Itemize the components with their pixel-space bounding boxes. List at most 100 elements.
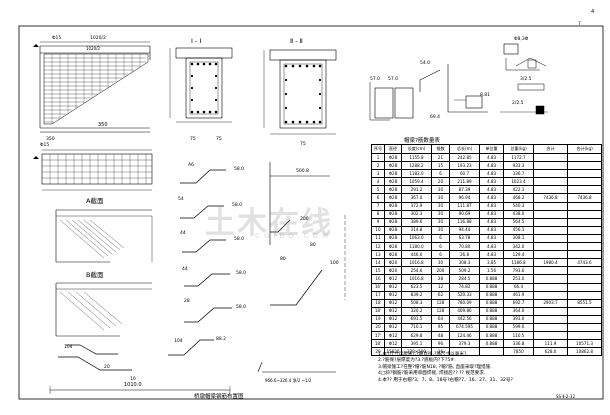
table-cell: 12 xyxy=(431,282,450,292)
table-cell: 0.888 xyxy=(479,290,504,300)
note-line: 4□斜?钢筋?筋采用单面焊接, 焊接后?? ?? 规范要求. xyxy=(378,371,486,377)
table-cell xyxy=(533,290,568,300)
table-cell: 20 xyxy=(431,177,450,187)
table-cell xyxy=(533,169,568,179)
table-cell: Φ12 xyxy=(384,331,402,341)
section-a-detail xyxy=(55,209,153,263)
table-cell: 17' xyxy=(371,331,385,341)
table-cell: 540.3 xyxy=(503,201,534,211)
watermark-sub: COIBO.COM xyxy=(255,232,333,240)
table-cell: 1186.8 xyxy=(503,258,534,268)
plan-view-grid xyxy=(33,149,153,191)
svg-text:1020/2: 1020/2 xyxy=(90,35,106,41)
table-cell: 780.09 xyxy=(449,298,480,308)
table-cell: 4 xyxy=(371,177,385,187)
table-cell: 4.83 xyxy=(479,209,504,219)
table-cell xyxy=(567,177,602,187)
table-cell xyxy=(533,201,568,211)
table-cell: 364.0 xyxy=(503,306,534,316)
table-cell: 10 xyxy=(371,225,385,235)
table-cell: Φ28 xyxy=(384,217,402,227)
table-cell: 200 xyxy=(431,266,450,276)
table-cell: 14 xyxy=(371,258,385,268)
table-cell: 5 xyxy=(371,185,385,195)
table-cell xyxy=(567,250,602,260)
table-cell: 4.83 xyxy=(479,242,504,252)
svg-text:350: 350 xyxy=(46,136,55,142)
table-cell: 253.0 xyxy=(503,274,534,284)
table-cell xyxy=(567,185,602,195)
table-cell: 692.7 xyxy=(503,298,534,308)
table-cell: 1182.0 xyxy=(401,169,432,179)
elevation-view-top xyxy=(33,41,151,133)
table-cell: 468.2 xyxy=(503,193,534,203)
svg-text:A6: A6 xyxy=(188,162,194,168)
table-cell: 13 xyxy=(371,250,385,260)
table-cell: 6 xyxy=(431,169,450,179)
svg-text:80: 80 xyxy=(280,256,286,262)
note-line: 3.帽梁施工?在整?帽?筋N18, ?帽?筋, 直座采取?理措施. xyxy=(378,364,492,370)
table-cell: 110.5 xyxy=(503,331,534,341)
table-cell xyxy=(567,233,602,244)
table-header-cell: 长度(cm) xyxy=(401,144,432,154)
note-line: 4.本?? 用于右帽?3、7、8、18号?右帽?7、16、27、31、32号? xyxy=(378,377,513,383)
table-cell: Φ12 xyxy=(384,314,402,324)
table-cell: 2 xyxy=(371,161,385,171)
table-header-cell: 合计 xyxy=(533,144,568,154)
table-cell: 367.0 xyxy=(401,193,432,203)
table-cell: 16' xyxy=(371,282,385,292)
table-cell: 509.2 xyxy=(449,266,480,276)
table-cell: 28 xyxy=(431,274,450,284)
section-b-detail xyxy=(55,282,152,337)
table-cell: 242.85 xyxy=(449,152,480,163)
svg-text:75: 75 xyxy=(216,136,222,142)
table-cell: 1 xyxy=(371,152,385,163)
table-cell xyxy=(533,217,568,227)
table-cell: 1980.4 xyxy=(533,258,568,268)
table-cell: 691.5 xyxy=(401,314,432,324)
table-cell: 291.2 xyxy=(401,185,432,195)
table-cell: 116.88 xyxy=(449,217,480,227)
table-cell: 3.85 xyxy=(479,258,504,268)
table-cell: 599.0 xyxy=(503,322,534,333)
table-cell xyxy=(533,177,568,187)
section-2-view xyxy=(263,49,337,135)
table-cell: Φ28 xyxy=(384,152,402,163)
table-cell: Φ28 xyxy=(384,177,402,187)
table-cell: 30 xyxy=(431,201,450,211)
table-cell: 128 xyxy=(431,306,450,316)
table-cell: 1016.8 xyxy=(401,258,432,268)
svg-text:75: 75 xyxy=(190,136,196,142)
dim-bottom-label: 966.6~326.4 净/2 ~1/2 xyxy=(265,378,312,383)
table-cell: 10571.3 xyxy=(567,339,602,349)
table-cell: 336.8 xyxy=(503,339,534,349)
table-cell: 395.1 xyxy=(401,339,432,349)
table-header-cell: 根数 xyxy=(431,144,450,154)
table-cell xyxy=(533,161,568,171)
table-cell: 0.888 xyxy=(479,331,504,341)
drawing-labels: Φ15 1020/2 Φ15 350 75 75 75 A6 58.0 58.0… xyxy=(40,35,532,382)
table-cell: 0.888 xyxy=(479,282,504,292)
table-cell: 128 xyxy=(431,298,450,308)
table-cell: 18' xyxy=(371,306,385,316)
table-cell: Φ28 xyxy=(384,242,402,252)
table-cell: 87.39 xyxy=(449,185,480,195)
table-cell: 15 xyxy=(371,266,385,276)
table-cell: Φ28 xyxy=(384,169,402,179)
section-1-view xyxy=(169,47,233,123)
table-cell: 21 xyxy=(431,152,450,163)
table-cell: 4.83 xyxy=(479,193,504,203)
table-cell xyxy=(533,233,568,244)
table-cell: 6 xyxy=(371,193,385,203)
table-cell xyxy=(567,217,602,227)
table-cell: 379.3 xyxy=(449,339,480,349)
table-cell: 438.0 xyxy=(503,209,534,219)
svg-text:44: 44 xyxy=(182,266,188,272)
